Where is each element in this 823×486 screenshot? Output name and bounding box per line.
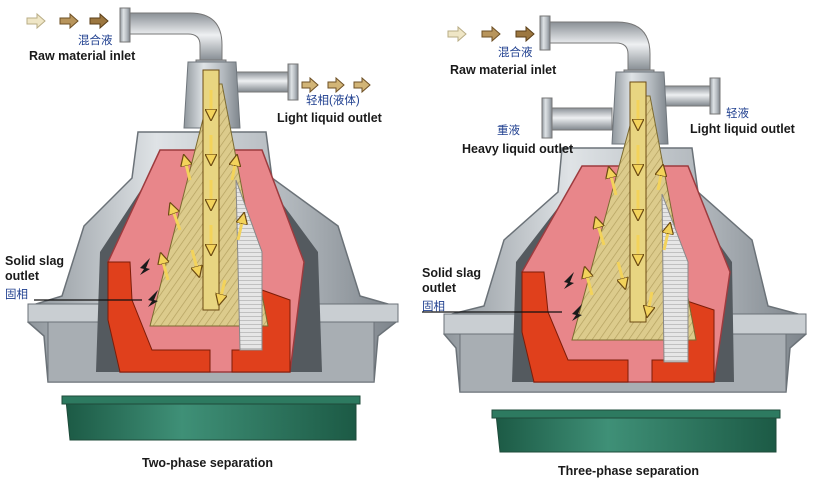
light-outlet-cn-label: 轻液 xyxy=(726,108,749,120)
solid-outlet-label-line2: outlet xyxy=(5,269,40,283)
solid-phase-cn-label: 固相 xyxy=(5,289,28,301)
inlet-en-label: Raw material inlet xyxy=(450,63,557,77)
solid-arrows xyxy=(140,258,158,307)
inlet-en-label: Raw material inlet xyxy=(29,49,136,63)
heavy-outlet-cn-label: 重液 xyxy=(497,125,520,137)
solid-phase-cn-label: 固相 xyxy=(422,301,445,313)
inlet-cn-label: 混合液 xyxy=(78,35,113,47)
heavy-outlet-en-label: Heavy liquid outlet xyxy=(462,142,574,156)
two-phase-diagram xyxy=(26,7,399,441)
two-phase-panel: 混合液 Raw material inlet 轻相(液体) Light liqu… xyxy=(0,0,411,486)
base xyxy=(495,413,777,453)
light-outlet-cn-label: 轻相(液体) xyxy=(306,95,360,107)
solid-deposit xyxy=(521,271,629,383)
two-phase-caption: Two-phase separation xyxy=(142,456,274,470)
flow-arrows xyxy=(586,100,669,312)
three-phase-diagram xyxy=(422,15,807,453)
light-outlet-arrows xyxy=(301,76,371,94)
inlet-pipe xyxy=(539,15,655,79)
light-liquid-pipe xyxy=(231,63,299,101)
light-outlet-en-label: Light liquid outlet xyxy=(690,122,795,136)
light-liquid-pipe xyxy=(657,77,721,115)
three-phase-caption: Three-phase separation xyxy=(558,464,700,478)
solid-outlet-label-line1: Solid slag xyxy=(422,266,482,280)
solid-deposit xyxy=(107,261,211,373)
solid-outlet-label-line2: outlet xyxy=(422,281,457,295)
inlet-arrows xyxy=(447,25,535,43)
heavy-liquid-pipe xyxy=(541,97,613,139)
solid-arrows xyxy=(564,272,582,321)
inlet-pipe xyxy=(119,7,227,69)
flow-arrows xyxy=(162,90,243,300)
light-outlet-en-label: Light liquid outlet xyxy=(277,111,382,125)
inlet-cn-label: 混合液 xyxy=(498,47,533,59)
base xyxy=(65,399,357,441)
solid-outlet-label-line1: Solid slag xyxy=(5,254,65,268)
three-phase-panel: 混合液 Raw material inlet 轻液 Light liquid o… xyxy=(412,0,823,486)
inlet-arrows xyxy=(26,12,109,30)
